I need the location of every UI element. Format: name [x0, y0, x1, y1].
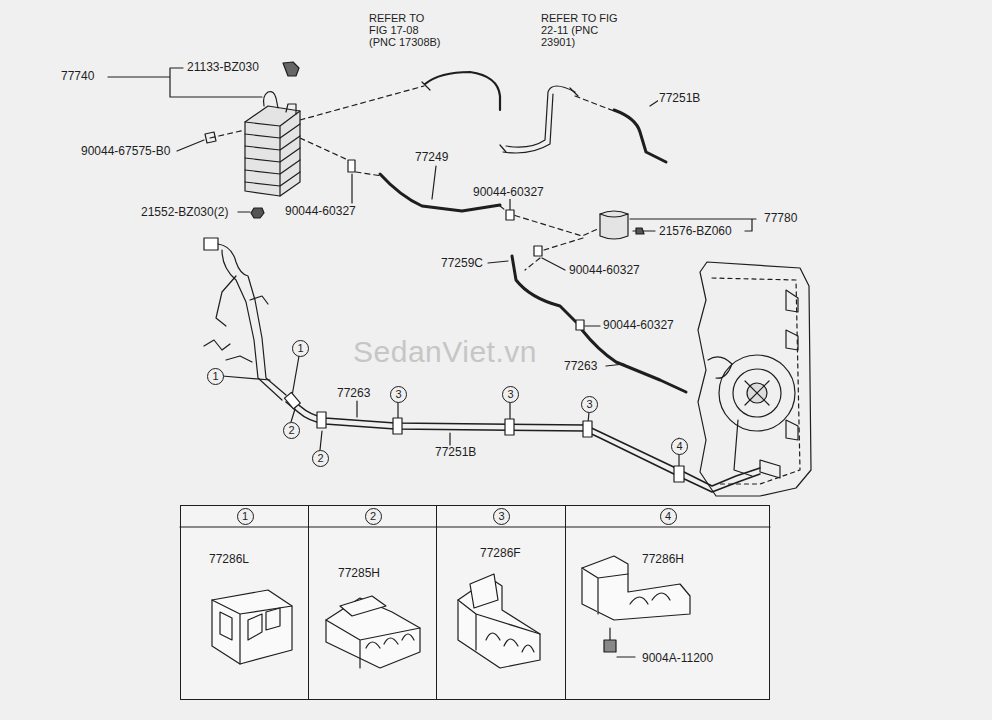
part-number: 77251B	[658, 92, 701, 105]
callout-number: 1	[237, 508, 254, 525]
part-number: 90044-60327	[284, 205, 357, 218]
part-number: 90044-67575-B0	[80, 145, 171, 158]
callout-number: 4	[671, 438, 688, 455]
part-number: 90044-60327	[568, 264, 641, 277]
part-number: 77286H	[641, 553, 685, 566]
part-number: 21133-BZ030	[186, 61, 260, 74]
callout-number: 2	[283, 422, 300, 439]
part-number: 77286L	[208, 553, 250, 566]
callout-number: 1	[207, 368, 224, 385]
part-number: 77740	[60, 70, 95, 83]
callout-number: 3	[493, 508, 510, 525]
part-number: 21552-BZ030(2)	[140, 206, 229, 219]
callout-number: 3	[390, 386, 407, 403]
part-number: 77263	[563, 360, 598, 373]
callout-number: 1	[292, 340, 309, 357]
fuel-tank	[698, 262, 811, 496]
reference-note: REFER TO FIG 22-11 (PNC 23901)	[540, 12, 622, 48]
reference-note: REFER TO FIG 17-08 (PNC 17308B)	[368, 12, 446, 48]
part-number: 77249	[414, 151, 449, 164]
part-number: 77251B	[434, 446, 477, 459]
part-number: 90044-60327	[602, 319, 675, 332]
harness	[204, 238, 286, 400]
canister	[205, 62, 300, 218]
part-number: 90044-60327	[472, 186, 545, 199]
line-clamps	[284, 392, 684, 482]
dashed-lines	[210, 86, 614, 270]
filter	[600, 211, 644, 239]
watermark: SedanViet.vn	[352, 336, 538, 368]
part-number: 77263	[336, 387, 371, 400]
callout-number: 4	[660, 508, 677, 525]
table-cell: 4 77286H 9004A-11200	[565, 505, 770, 700]
pipes	[422, 82, 578, 153]
table-ground	[180, 505, 770, 700]
clamp-pictures	[212, 556, 690, 668]
bracket-lines	[108, 68, 756, 231]
table-cell: 1 77286L	[180, 505, 309, 700]
part-number: 77285H	[337, 567, 381, 580]
part-number: 21576-BZ060	[658, 225, 733, 238]
table-cell: 3 77286F	[436, 505, 566, 700]
part-number: 77259C	[440, 257, 484, 270]
part-number: 77780	[763, 212, 798, 225]
callout-number: 3	[581, 396, 598, 413]
leader-lines	[177, 100, 679, 470]
table-cell: 2 77285H	[308, 505, 437, 700]
callout-number: 2	[312, 450, 329, 467]
fuel-lines	[286, 396, 760, 492]
part-number: 9004A-11200	[641, 652, 714, 665]
part-number: 77286F	[479, 547, 522, 560]
callout-number: 2	[365, 508, 382, 525]
clips	[348, 160, 584, 330]
callout-number: 3	[502, 386, 519, 403]
